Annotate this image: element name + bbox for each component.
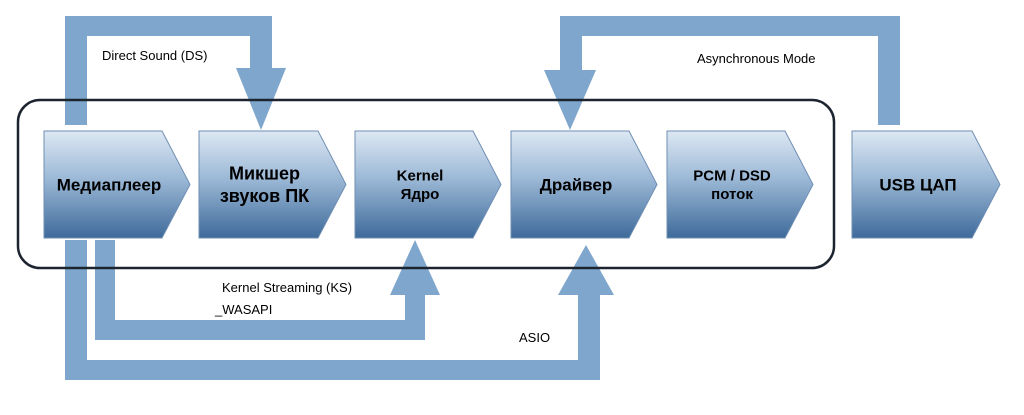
- stage-box-usb-dac: USB ЦАП: [851, 130, 1001, 239]
- stage-label-mixer-1: звуков ПК: [220, 186, 310, 206]
- stage-label-kernel-1: Ядро: [401, 186, 440, 203]
- chevron-shape: [510, 130, 658, 239]
- stage-box-driver: Драйвер: [510, 130, 658, 239]
- kernel-streaming-arrow: [95, 240, 440, 340]
- wasapi-label: _WASAPI: [214, 302, 272, 317]
- stage-label-driver-0: Драйвер: [540, 175, 612, 194]
- stage-box-pcm-dsd: PCM / DSD поток: [666, 130, 814, 239]
- chevron-shape: [43, 130, 191, 239]
- stage-label-usb-dac-0: USB ЦАП: [879, 175, 956, 194]
- asynchronous-mode-label: Asynchronous Mode: [697, 51, 816, 66]
- stage-label-pcm-dsd-1: поток: [711, 186, 753, 203]
- kernel-streaming-label: Kernel Streaming (KS): [222, 280, 352, 295]
- stage-label-kernel-0: Kernel: [397, 167, 444, 184]
- flow-arrows: [65, 16, 900, 380]
- direct-sound-arrow: [65, 16, 286, 130]
- chevron-shape: [666, 130, 814, 239]
- asio-arrow: [65, 240, 614, 380]
- chevron-shape: [354, 130, 502, 239]
- direct-sound-label: Direct Sound (DS): [102, 48, 207, 63]
- chevron-shape: [851, 130, 1001, 239]
- stage-label-media-player-0: Медиаплеер: [57, 175, 161, 194]
- stage-label-pcm-dsd-0: PCM / DSD: [693, 167, 771, 184]
- stage-label-mixer-0: Микшер: [229, 164, 300, 184]
- asynchronous-mode-arrow: [544, 16, 900, 130]
- asio-label: ASIO: [519, 330, 550, 345]
- stage-box-media-player: Медиаплеер: [43, 130, 191, 239]
- chevron-shape: [198, 130, 347, 239]
- pc-frame: [16, 98, 836, 270]
